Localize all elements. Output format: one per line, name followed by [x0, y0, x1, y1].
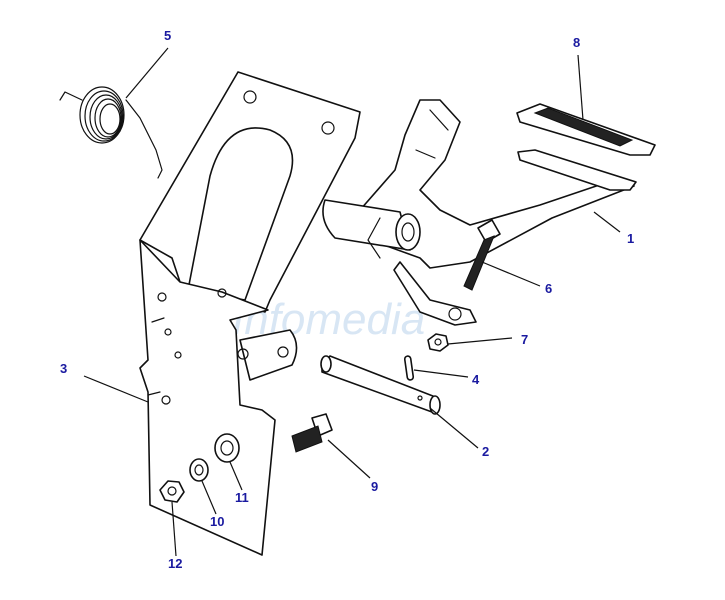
callout-12: 12 — [168, 556, 182, 571]
pedal-arm-part — [322, 99, 635, 326]
nut-part-7 — [427, 333, 449, 352]
washer-part-10 — [189, 458, 209, 482]
leader-lines — [83, 47, 621, 557]
callout-8: 8 — [573, 35, 580, 50]
cotter-pin-part — [403, 355, 415, 381]
callout-5: 5 — [164, 28, 171, 43]
callout-2: 2 — [482, 444, 489, 459]
callout-3: 3 — [60, 361, 67, 376]
pivot-pin-part — [320, 355, 441, 415]
callout-11: 11 — [235, 490, 249, 505]
spring-part — [59, 86, 163, 179]
mounting-bracket-part — [139, 71, 361, 556]
bolt-part-9 — [291, 413, 333, 453]
callout-1: 1 — [627, 231, 634, 246]
callout-6: 6 — [545, 281, 552, 296]
washer-part-11 — [214, 433, 240, 463]
callout-7: 7 — [521, 332, 528, 347]
callout-10: 10 — [210, 514, 224, 529]
pedal-pad-part — [516, 103, 656, 191]
nut-part-12 — [159, 480, 185, 503]
callout-9: 9 — [371, 479, 378, 494]
callout-4: 4 — [472, 372, 480, 387]
adjuster-bolt-part — [463, 219, 501, 291]
